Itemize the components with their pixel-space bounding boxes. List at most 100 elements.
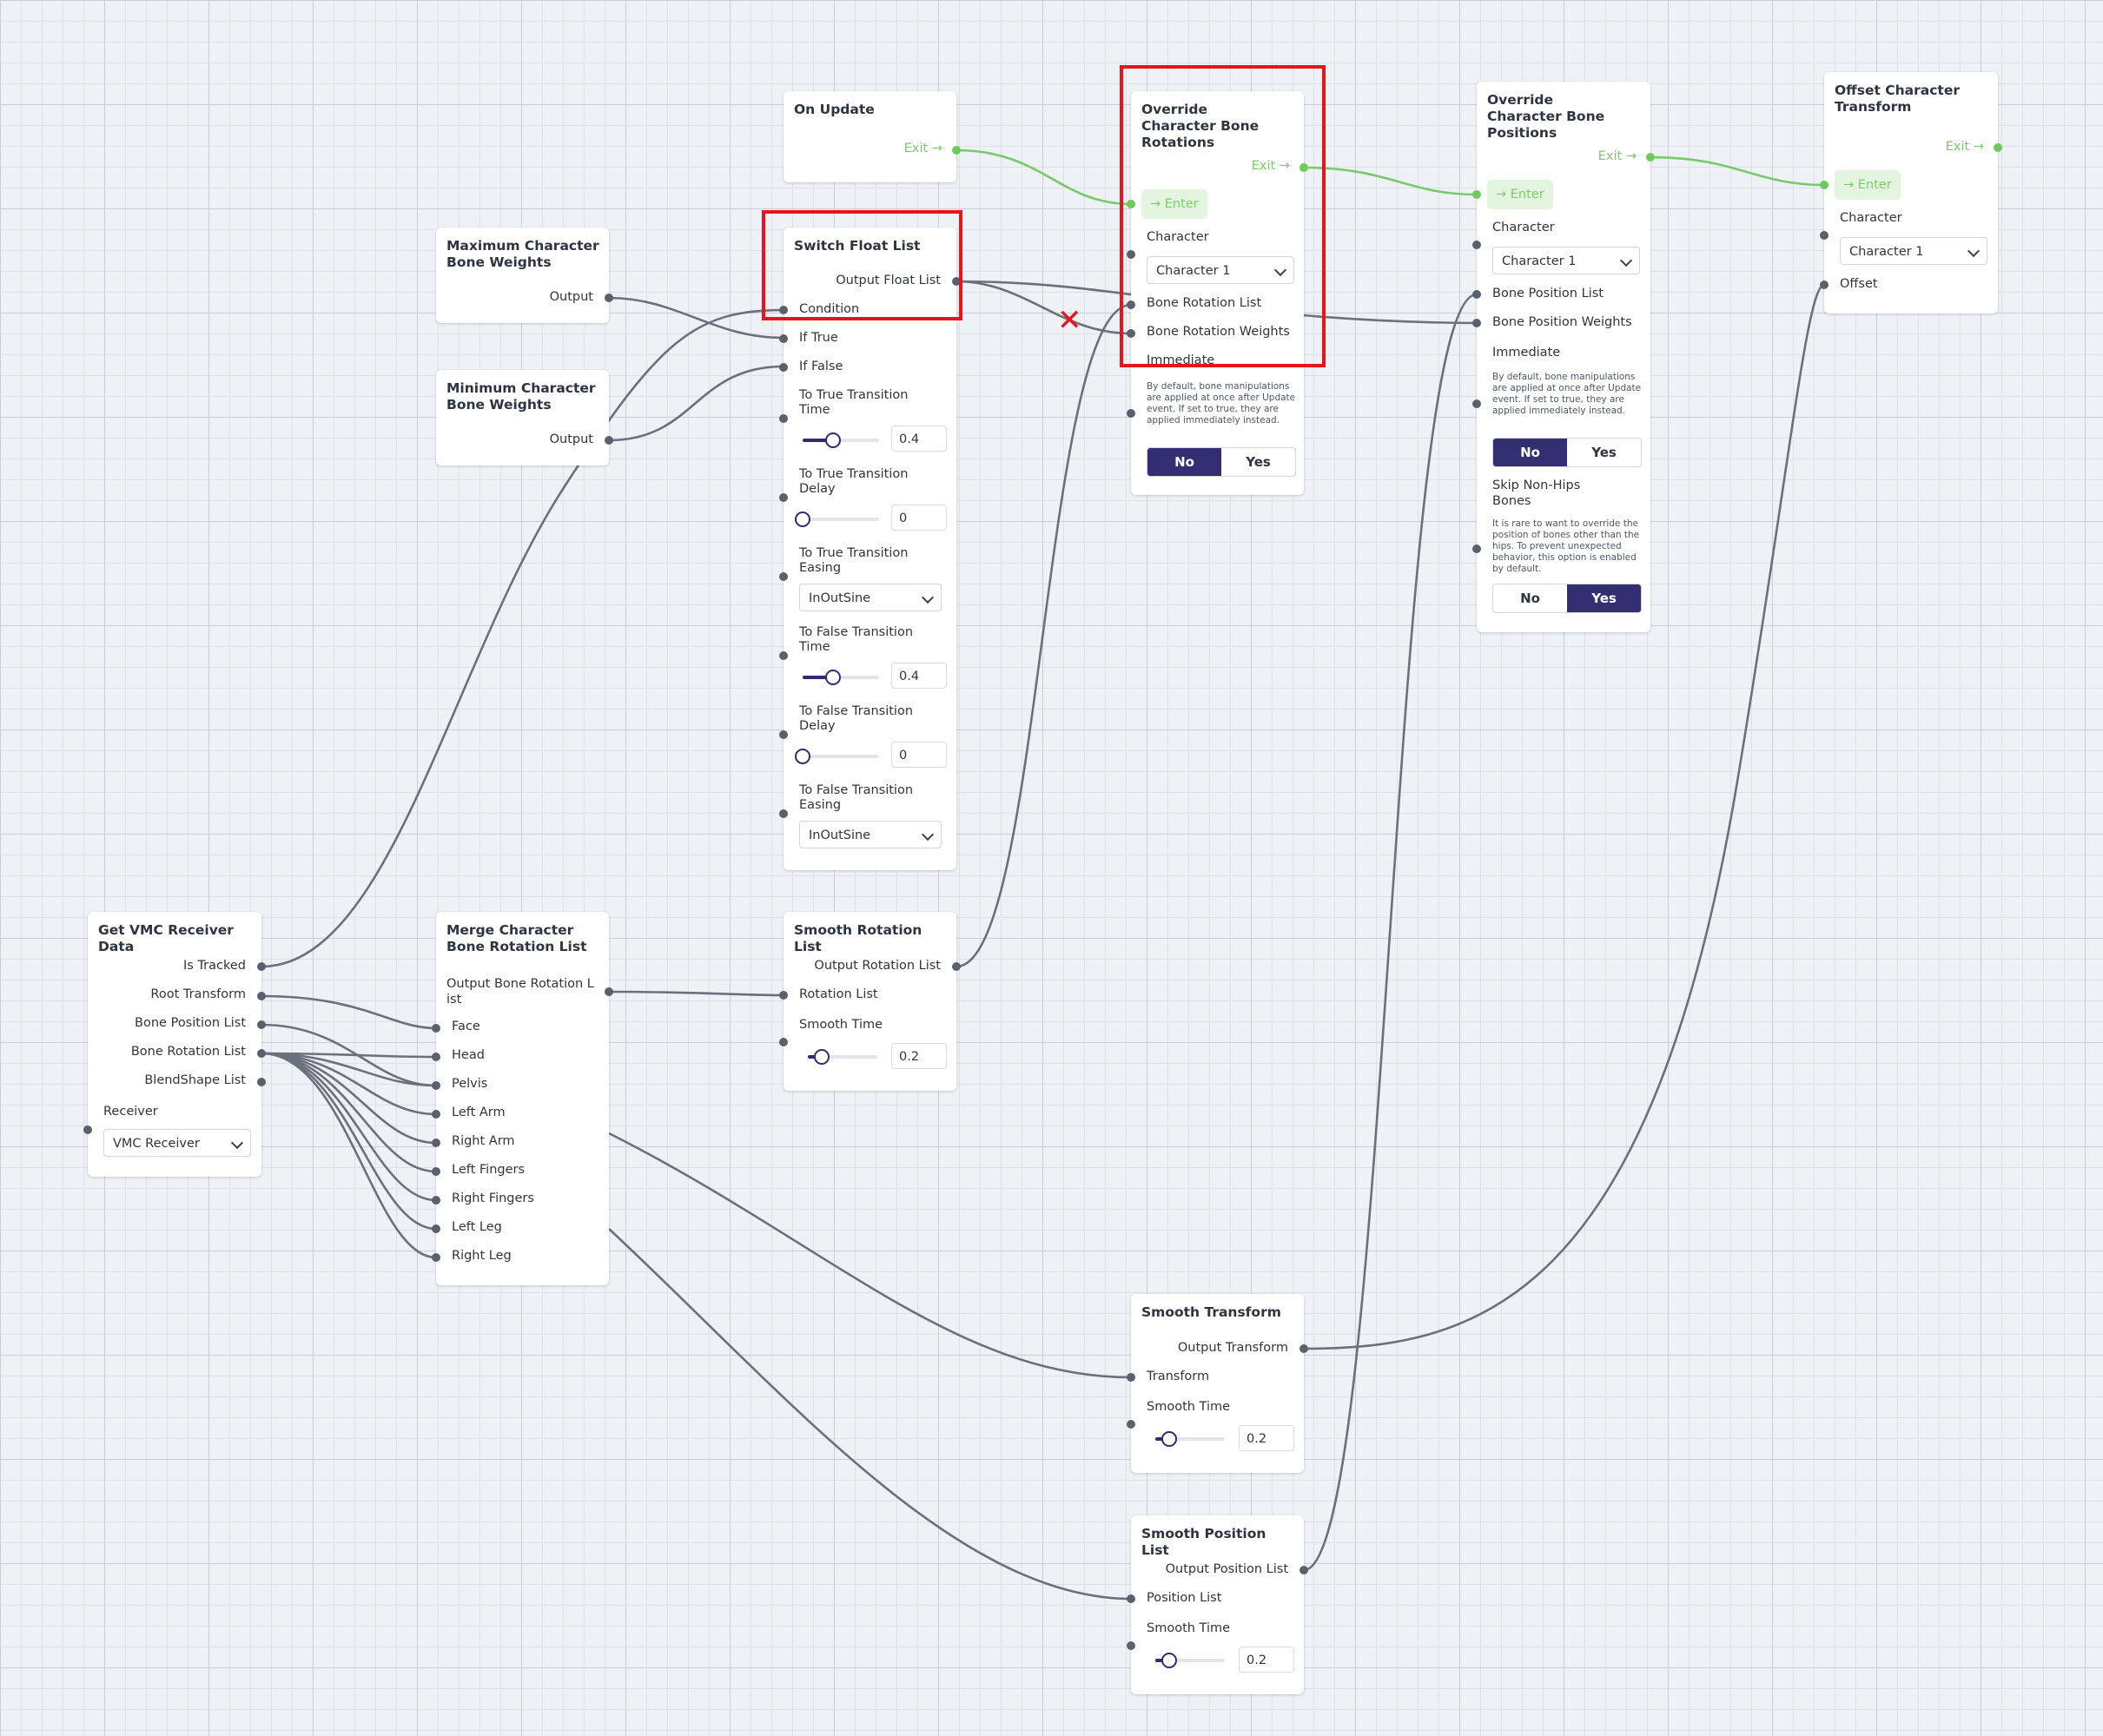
input-connector[interactable] (1127, 250, 1135, 259)
toggle-no[interactable]: No (1493, 439, 1567, 466)
node-smooth-position-list[interactable]: Smooth Position List Output Position Lis… (1127, 1515, 1308, 1694)
node-override-bone-positions[interactable]: Override Character Bone Positions Exit →… (1472, 82, 1655, 632)
output-connector[interactable] (605, 294, 613, 302)
input-connector[interactable] (779, 306, 788, 314)
input-connector[interactable] (432, 1053, 440, 1061)
enter-connector[interactable] (1472, 190, 1481, 199)
output-connector[interactable] (952, 277, 961, 286)
toggle-yes[interactable]: Yes (1246, 454, 1271, 470)
enter-connector[interactable] (1127, 200, 1135, 208)
input-connector[interactable] (1127, 1420, 1135, 1429)
exit-connector[interactable] (1646, 153, 1655, 162)
to-true-time-slider[interactable] (803, 432, 879, 448)
output-connector[interactable] (952, 962, 961, 971)
to-false-easing-select[interactable]: InOutSine (799, 821, 942, 848)
toggle-no[interactable]: No (1147, 448, 1221, 476)
input-connector[interactable] (779, 572, 788, 581)
input-connector[interactable] (779, 991, 788, 1000)
output-connector[interactable] (1299, 1344, 1308, 1353)
node-maximum-bone-weights[interactable]: Maximum Character Bone Weights Output (436, 228, 613, 323)
input-connector[interactable] (432, 1024, 440, 1033)
input-connector[interactable] (432, 1081, 440, 1090)
character-select[interactable]: Character 1 (1492, 247, 1640, 274)
output-connector[interactable] (257, 1049, 266, 1058)
input-connector[interactable] (779, 363, 788, 372)
receiver-select[interactable]: VMC Receiver (103, 1129, 251, 1157)
output-connector[interactable] (605, 987, 613, 996)
exit-port[interactable]: Exit → (1252, 159, 1290, 173)
input-connector[interactable] (83, 1125, 92, 1134)
input-connector[interactable] (1820, 231, 1829, 240)
node-get-vmc-receiver-data[interactable]: Get VMC Receiver Data Is Tracked Root Tr… (83, 912, 266, 1177)
exit-connector[interactable] (1994, 143, 2002, 152)
input-connector[interactable] (1127, 1641, 1135, 1650)
exit-connector[interactable] (952, 146, 961, 155)
exit-port[interactable]: Exit → (904, 142, 942, 155)
input-connector[interactable] (432, 1224, 440, 1233)
enter-port[interactable]: → Enter (1487, 180, 1553, 209)
node-minimum-bone-weights[interactable]: Minimum Character Bone Weights Output (436, 370, 613, 465)
input-connector[interactable] (1127, 409, 1135, 418)
input-connector[interactable] (432, 1253, 440, 1262)
character-select[interactable]: Character 1 (1147, 256, 1294, 284)
node-switch-float-list[interactable]: Switch Float List Output Float List Cond… (779, 228, 961, 870)
node-smooth-transform[interactable]: Smooth Transform Output Transform Transf… (1127, 1294, 1308, 1473)
input-connector[interactable] (432, 1139, 440, 1147)
input-connector[interactable] (779, 809, 788, 818)
input-connector[interactable] (1127, 300, 1135, 309)
output-connector[interactable] (257, 1020, 266, 1029)
enter-port[interactable]: → Enter (1141, 189, 1207, 219)
immediate-toggle[interactable]: No Yes (1147, 447, 1296, 477)
smooth-time-slider[interactable] (1155, 1653, 1225, 1668)
input-connector[interactable] (779, 1038, 788, 1046)
node-override-bone-rotations[interactable]: Override Character Bone Rotations Exit →… (1127, 91, 1308, 495)
output-connector[interactable] (1299, 1566, 1308, 1574)
exit-port[interactable]: Exit → (1598, 149, 1637, 163)
to-true-delay-input[interactable]: 0 (891, 505, 947, 531)
input-connector[interactable] (1820, 281, 1829, 289)
character-select[interactable]: Character 1 (1840, 237, 1987, 265)
toggle-yes[interactable]: Yes (1591, 445, 1617, 460)
output-connector[interactable] (257, 992, 266, 1000)
toggle-yes[interactable]: Yes (1567, 584, 1641, 612)
input-connector[interactable] (1472, 290, 1481, 299)
to-true-easing-select[interactable]: InOutSine (799, 584, 942, 611)
enter-connector[interactable] (1820, 181, 1829, 189)
exit-connector[interactable] (1299, 163, 1308, 172)
skip-non-hips-toggle[interactable]: No Yes (1492, 584, 1642, 613)
input-connector[interactable] (432, 1196, 440, 1205)
input-connector[interactable] (1472, 319, 1481, 327)
smooth-time-input[interactable]: 0.2 (1239, 1425, 1294, 1451)
exit-port[interactable]: Exit → (1946, 140, 1984, 154)
immediate-toggle[interactable]: No Yes (1492, 438, 1642, 467)
input-connector[interactable] (1127, 1594, 1135, 1603)
node-merge-bone-rotation-list[interactable]: Merge Character Bone Rotation List Outpu… (432, 912, 613, 1285)
input-connector[interactable] (432, 1110, 440, 1119)
smooth-time-input[interactable]: 0.2 (891, 1043, 947, 1069)
input-connector[interactable] (779, 651, 788, 660)
node-offset-character-transform[interactable]: Offset Character Transform Exit → → Ente… (1820, 72, 2002, 314)
input-connector[interactable] (779, 730, 788, 739)
to-false-delay-slider[interactable] (795, 749, 879, 764)
input-connector[interactable] (432, 1167, 440, 1176)
to-false-delay-input[interactable]: 0 (891, 742, 947, 768)
output-connector[interactable] (257, 962, 266, 971)
to-false-time-input[interactable]: 0.4 (891, 663, 947, 689)
input-connector[interactable] (779, 414, 788, 423)
node-smooth-rotation-list[interactable]: Smooth Rotation List Output Rotation Lis… (779, 912, 961, 1091)
input-connector[interactable] (1472, 399, 1481, 408)
output-connector[interactable] (257, 1078, 266, 1086)
input-connector[interactable] (1472, 545, 1481, 553)
input-connector[interactable] (1472, 241, 1481, 249)
smooth-time-input[interactable]: 0.2 (1239, 1647, 1294, 1673)
input-connector[interactable] (779, 334, 788, 343)
input-connector[interactable] (1127, 1373, 1135, 1382)
to-true-delay-slider[interactable] (795, 512, 879, 527)
to-true-time-input[interactable]: 0.4 (891, 426, 947, 452)
enter-port[interactable]: → Enter (1835, 170, 1901, 200)
input-connector[interactable] (1127, 329, 1135, 338)
node-on-update[interactable]: On Update Exit → (784, 91, 961, 182)
input-connector[interactable] (779, 493, 788, 502)
toggle-no[interactable]: No (1520, 591, 1540, 606)
smooth-time-slider[interactable] (808, 1049, 877, 1065)
